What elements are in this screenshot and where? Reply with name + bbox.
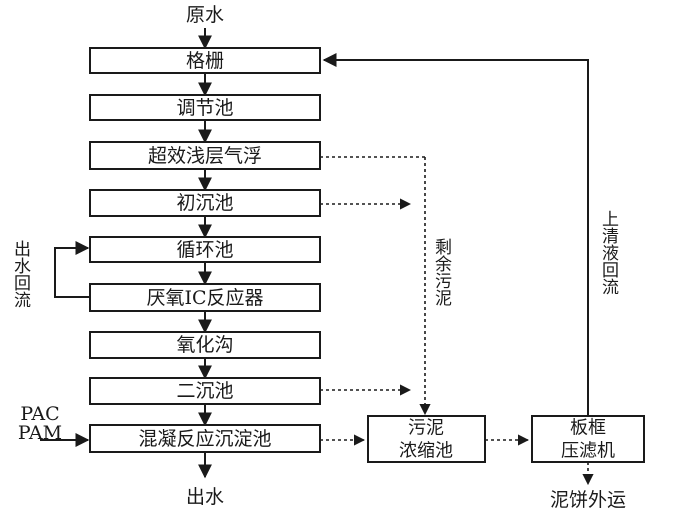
- box-grille: [89, 47, 321, 74]
- label-supernatant-return: 上清液回流: [598, 210, 619, 295]
- label-super-flotation: 超效浅层气浮: [148, 145, 262, 167]
- supernatant-return-line: [322, 53, 589, 416]
- label-effluent: 出水: [186, 486, 224, 508]
- box-coag-tank: [89, 424, 321, 453]
- box-primary-settling: [89, 189, 321, 217]
- effluent-recycle-line: [54, 241, 90, 298]
- label-secondary-settling: 二沉池: [176, 380, 233, 402]
- label-ic-reactor: 厌氧IC反应器: [146, 287, 263, 309]
- box-filter-press: [531, 415, 645, 463]
- label-filter-press-line2: 压滤机: [561, 441, 615, 462]
- box-circulation-tank: [89, 236, 321, 263]
- label-oxidation-ditch: 氧化沟: [176, 334, 233, 356]
- label-sludge-thickener-line1: 污泥: [408, 418, 444, 439]
- label-circulation-tank: 循环池: [176, 239, 233, 261]
- label-sludge-thickener-line2: 浓缩池: [399, 441, 453, 462]
- box-sludge-thickener: [367, 415, 486, 463]
- label-pac: PAC: [20, 403, 59, 425]
- box-oxidation-ditch: [89, 331, 321, 359]
- box-secondary-settling: [89, 377, 321, 405]
- label-coag-tank: 混凝反应沉淀池: [138, 428, 271, 450]
- box-ic-reactor: [89, 283, 321, 312]
- label-cake-out: 泥饼外运: [550, 489, 626, 511]
- label-regulating-tank: 调节池: [176, 97, 233, 119]
- label-filter-press-line1: 板框: [570, 418, 606, 439]
- box-super-flotation: [89, 141, 321, 170]
- box-regulating-tank: [89, 94, 321, 121]
- label-effluent-recycle: 出水回流: [10, 240, 31, 308]
- label-raw-water: 原水: [186, 4, 224, 26]
- label-primary-settling: 初沉池: [176, 192, 233, 214]
- label-surplus-sludge: 剩余污泥: [431, 238, 452, 307]
- label-pam: PAM: [18, 422, 62, 444]
- label-grille: 格栅: [186, 50, 224, 72]
- sludge-lines: [320, 156, 594, 486]
